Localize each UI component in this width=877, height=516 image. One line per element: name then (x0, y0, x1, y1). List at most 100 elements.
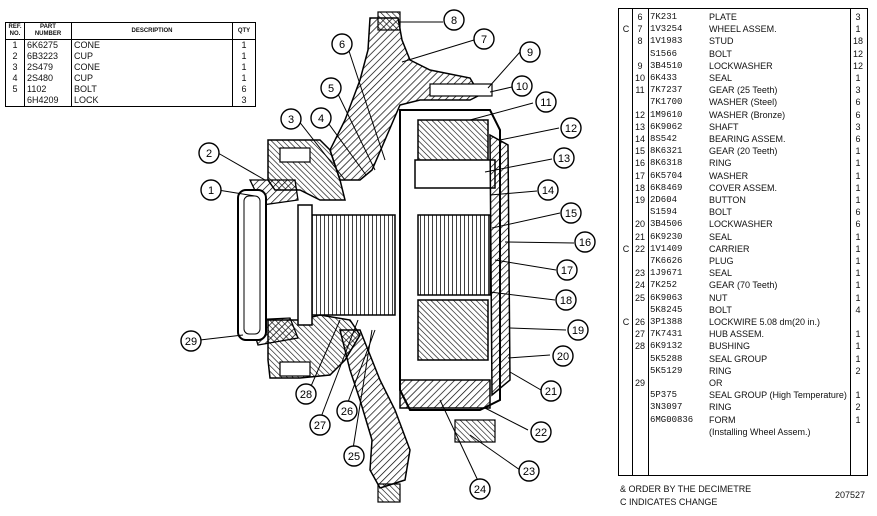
callout-12: 12 (560, 117, 582, 139)
callout-20: 20 (552, 345, 574, 367)
cell-part: 2S479 (24, 62, 72, 73)
cell-ref: 1 (5, 39, 25, 51)
cell-part: 6B3223 (24, 51, 72, 62)
cell-qty: 6 (855, 97, 861, 108)
cell-part: 3B4510 (650, 60, 683, 71)
cell-ref: 21 (634, 231, 645, 242)
cell-ref: 16 (634, 158, 645, 169)
cell-ref (5, 95, 25, 107)
callout-label: 20 (557, 351, 569, 363)
cell-c: C (622, 24, 630, 35)
cell-desc: PLATE (709, 12, 737, 22)
cell-c: C (622, 243, 630, 254)
cell-part: 6K6275 (24, 39, 72, 51)
cell-desc: STUD (709, 36, 734, 47)
cell-ref: 13 (634, 121, 645, 132)
cell-part: 7K7431 (650, 329, 683, 340)
cell-desc: CUP (71, 51, 233, 62)
cell-qty: 3 (232, 95, 256, 107)
callout-13: 13 (553, 147, 575, 169)
callout-label: 10 (516, 81, 528, 93)
cell-qty: 1 (855, 341, 861, 352)
cell-part: 8S542 (650, 134, 678, 144)
cell-desc: FORM (709, 414, 736, 425)
cell-desc: LOCKWIRE 5.08 dm(20 in.) (709, 317, 821, 327)
cell-qty: 1 (855, 280, 861, 291)
cell-part: S1566 (650, 48, 678, 59)
cell-ref: 4 (5, 73, 25, 84)
cell-ref: 17 (634, 170, 645, 181)
callout-label: 11 (540, 97, 551, 109)
ring-gear (399, 379, 491, 409)
callout-6: 6 (331, 33, 353, 55)
callout-3: 3 (280, 108, 302, 130)
callout-label: 7 (481, 34, 487, 46)
cell-qty: 1 (232, 62, 256, 73)
cell-part: 6K5704 (650, 170, 683, 181)
cell-qty: 1 (855, 268, 861, 279)
callout-4: 4 (310, 107, 332, 129)
cell-desc: COVER ASSEM. (709, 182, 778, 193)
cell-part: 1V1983 (650, 36, 683, 47)
cell-qty: 1 (855, 414, 861, 425)
callout-label: 26 (341, 406, 353, 418)
cell-desc: BUTTON (709, 195, 746, 205)
cell-part: S1594 (650, 207, 678, 218)
header-qty: QTY (232, 22, 256, 40)
cell-qty: 4 (855, 304, 861, 315)
cell-desc: BEARING ASSEM. (709, 134, 786, 144)
cell-desc: BUSHING (709, 341, 751, 352)
cell-qty: 1 (855, 195, 861, 205)
cell-ref: 29 (634, 378, 645, 388)
cell-qty: 1 (855, 243, 861, 254)
cell-ref: 25 (634, 292, 645, 303)
cell-part: 8K6318 (650, 158, 683, 169)
cell-part: 1102 (24, 84, 72, 95)
callout-23: 23 (518, 460, 540, 482)
callout-9: 9 (519, 41, 541, 63)
callout-label: 6 (339, 39, 345, 51)
cell-ref: 9 (637, 60, 643, 71)
cell-ref: 5 (5, 84, 25, 95)
cell-ref: 11 (635, 85, 645, 96)
cell-desc: WHEEL ASSEM. (709, 24, 777, 35)
cell-desc: PLUG (709, 256, 734, 266)
cell-desc: (Installing Wheel Assem.) (709, 426, 811, 437)
callout-label: 3 (288, 114, 294, 126)
cell-desc: RING (709, 365, 732, 376)
cell-part: 1V3254 (650, 24, 683, 35)
cell-desc: LOCKWASHER (709, 219, 773, 230)
cell-qty: 1 (855, 146, 861, 157)
cell-part: 1V1409 (650, 243, 683, 254)
callout-label: 8 (451, 15, 457, 27)
callout-label: 28 (300, 389, 312, 401)
cell-desc: SEAL (709, 231, 733, 242)
callout-24: 24 (469, 478, 491, 500)
cell-part: 5K5129 (650, 365, 683, 376)
callout-8: 8 (443, 9, 465, 31)
header-desc: DESCRIPTION (71, 22, 233, 40)
callout-label: 21 (545, 386, 557, 398)
cell-ref: 7 (637, 24, 643, 35)
cell-qty: 1 (855, 170, 861, 181)
